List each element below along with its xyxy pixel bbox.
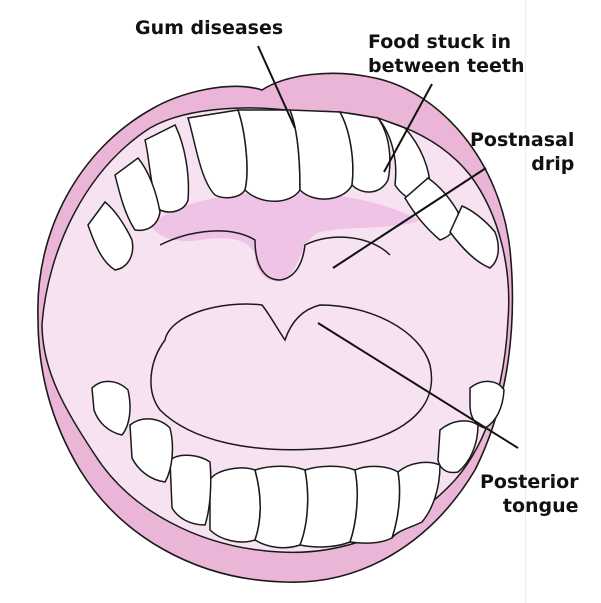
label-food-stuck: Food stuck in between teeth bbox=[368, 30, 525, 78]
label-postnasal-drip: Postnasal drip bbox=[470, 128, 574, 176]
label-gum-diseases: Gum diseases bbox=[135, 16, 283, 40]
gum-diseases-text: Gum diseases bbox=[135, 16, 283, 40]
food-stuck-line2: between teeth bbox=[368, 54, 525, 78]
tongue bbox=[151, 304, 432, 450]
posterior-line2: tongue bbox=[480, 494, 579, 518]
postnasal-line2: drip bbox=[470, 152, 574, 176]
food-stuck-line1: Food stuck in bbox=[368, 30, 525, 54]
posterior-line1: Posterior bbox=[480, 470, 579, 494]
postnasal-line1: Postnasal bbox=[470, 128, 574, 152]
label-posterior-tongue: Posterior tongue bbox=[480, 470, 579, 518]
